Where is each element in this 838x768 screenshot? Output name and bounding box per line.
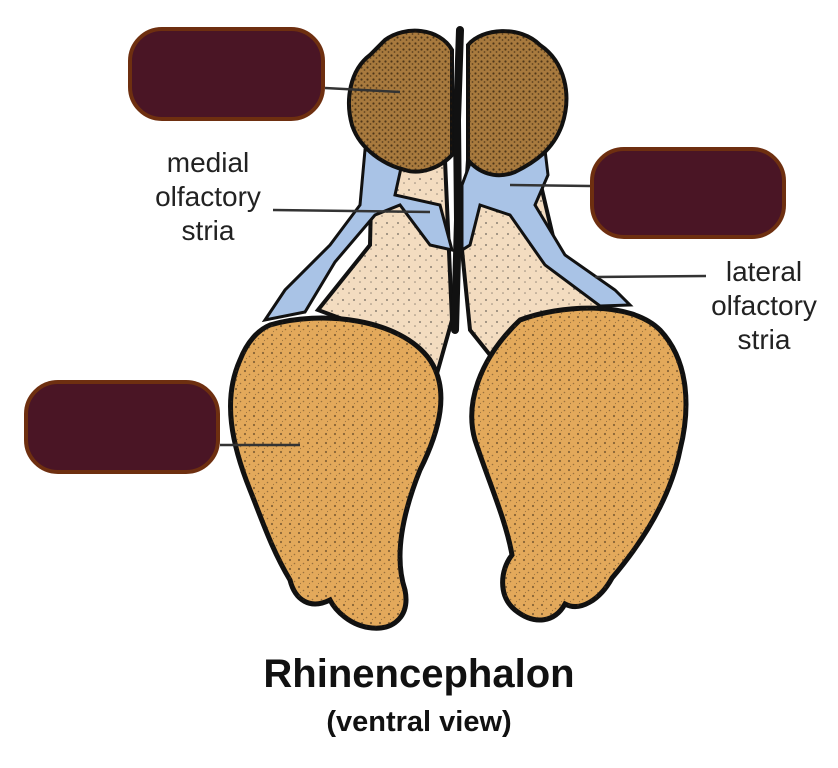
leader-line-right-box xyxy=(509,183,591,188)
label-line: stria xyxy=(181,215,235,246)
label-line: medial xyxy=(166,147,250,178)
midline-fissure xyxy=(451,26,464,334)
hidden-label-box-olfactory-bulb[interactable] xyxy=(128,27,325,121)
hidden-label-box-piriform-lobe[interactable] xyxy=(24,380,220,474)
leader-line-top-box xyxy=(324,86,401,94)
right-hemisphere xyxy=(459,29,689,623)
leader-line-lateral-stria xyxy=(594,274,707,279)
hidden-label-box-olfactory-trigone[interactable] xyxy=(590,147,786,239)
label-line: lateral xyxy=(725,256,803,287)
left-olfactory-stria xyxy=(261,148,455,323)
left-hemisphere xyxy=(228,28,455,631)
medial-olfactory-stria-label: medial olfactory stria xyxy=(128,146,288,248)
label-line: olfactory xyxy=(155,181,261,212)
label-line: olfactory xyxy=(711,290,817,321)
lateral-olfactory-stria-label: lateral olfactory stria xyxy=(690,255,838,357)
diagram-title: Rhinencephalon xyxy=(263,652,575,696)
label-line: stria xyxy=(737,324,791,355)
leader-lines xyxy=(220,86,707,447)
diagram-subtitle: (ventral view) xyxy=(326,706,512,738)
leader-line-medial-stria xyxy=(272,208,431,214)
